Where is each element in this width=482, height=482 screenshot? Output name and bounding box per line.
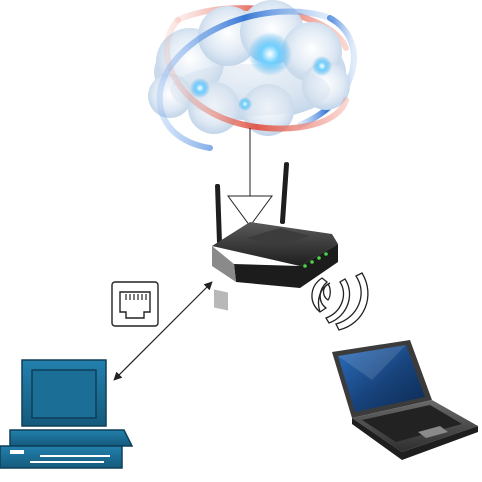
wifi-waves-icon: [311, 272, 369, 331]
router-led: [324, 252, 328, 256]
wired-link-line: [113, 281, 213, 381]
glow-left: [190, 78, 210, 98]
glow-bottom: [238, 97, 252, 111]
wireless-router-icon: [212, 162, 338, 311]
desktop-screen: [31, 369, 97, 419]
router-top-inset: [246, 228, 310, 246]
antenna-triangle-icon: [227, 195, 273, 227]
router-side-panel: [214, 289, 228, 311]
ethernet-port-icon: [111, 281, 159, 327]
desktop-computer-icon: [0, 359, 134, 469]
router-front: [234, 244, 338, 288]
router-antenna-left: [215, 183, 222, 244]
orbit-blue-back: [297, 15, 357, 128]
desktop-case: [9, 429, 134, 447]
router-antenna-right: [279, 162, 290, 224]
orbit-blue-front: [156, 8, 333, 151]
router-led: [310, 260, 314, 264]
laptop-front-edge: [352, 418, 478, 460]
orbit-red-front: [163, 17, 349, 132]
laptop-keyboard: [362, 405, 462, 442]
glow-right: [312, 56, 332, 76]
glow-center: [248, 32, 292, 76]
laptop-screen: [338, 345, 425, 412]
laptop-icon: [332, 340, 478, 460]
router-led: [303, 264, 307, 268]
router-led: [317, 256, 321, 260]
cloud-globe-icon: [148, 0, 357, 151]
laptop-touchpad: [418, 426, 448, 438]
router-side: [212, 246, 236, 282]
